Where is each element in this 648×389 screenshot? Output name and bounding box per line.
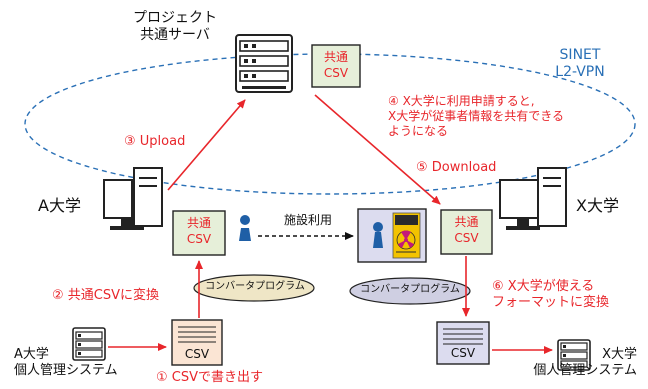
a-csv-label: CSV: [184, 347, 210, 361]
x-shared-csv-box: [440, 209, 493, 255]
a-shared-csv-label: 共通 CSV: [186, 216, 212, 247]
radiation-sign-icon: [392, 212, 421, 259]
step6-label: ⑥ X大学が使える フォーマットに変換: [492, 279, 610, 310]
server-icon: [235, 34, 293, 93]
sinet-label: SINET L2-VPN: [555, 47, 605, 80]
download-arrow: [314, 94, 441, 205]
upload-label: ③ Upload: [124, 134, 186, 149]
key-lock-icon: [373, 222, 383, 248]
server-icon: [557, 339, 591, 371]
univ-a-label: A大学: [38, 196, 81, 215]
server-shared-csv-label: 共通 CSV: [323, 50, 349, 81]
step2-label: ② 共通CSVに変換: [52, 288, 160, 303]
upload-arrow: [167, 99, 246, 191]
download-label: ⑤ Download: [416, 160, 497, 175]
converter-right-label: コンバータプログラム: [360, 284, 460, 295]
computer-icon: [499, 167, 567, 230]
document-icon: [436, 321, 490, 365]
x-system-label: X大学 個人管理システム: [533, 347, 637, 378]
computer-icon: [103, 167, 163, 230]
server-icon: [72, 327, 106, 361]
document-icon: [171, 319, 223, 366]
step4-label: ④ X大学に利用申請すると, X大学が従事者情報を共有できる ようになる: [388, 94, 564, 138]
a-system-label: A大学 個人管理システム: [14, 347, 118, 378]
univ-x-label: X大学: [576, 196, 619, 215]
x-shared-csv-label: 共通 CSV: [454, 215, 479, 246]
a-shared-csv-box: [172, 210, 226, 256]
step1-label: ① CSVで書き出す: [156, 370, 264, 385]
converter-right-ellipse: [349, 277, 471, 305]
server-shared-csv-box: [311, 44, 361, 88]
converter-left-label: コンバータプログラム: [205, 281, 305, 292]
person-icon: [239, 215, 251, 241]
project-server-label: プロジェクト 共通サーバ: [133, 10, 217, 43]
x-csv-label: CSV: [450, 346, 476, 360]
converter-left-ellipse: [193, 274, 315, 302]
facility-use-label: 施設利用: [284, 213, 333, 227]
